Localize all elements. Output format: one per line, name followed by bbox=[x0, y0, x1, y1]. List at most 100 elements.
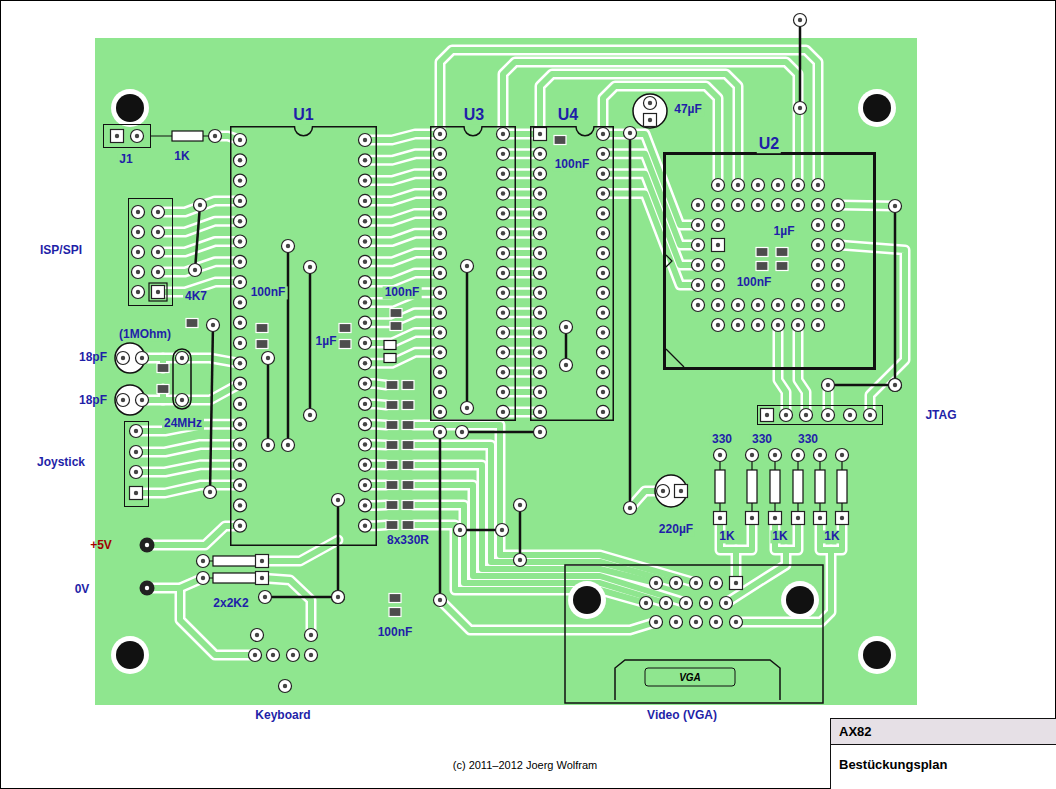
drill-hole bbox=[438, 152, 442, 156]
pad-round bbox=[812, 259, 825, 272]
pad-round bbox=[359, 438, 372, 451]
drill-hole bbox=[816, 183, 820, 187]
orientation-mark bbox=[666, 255, 672, 267]
solder-pad bbox=[359, 194, 372, 207]
drill-hole bbox=[438, 430, 442, 434]
solder-pad bbox=[675, 485, 688, 498]
solder-pad bbox=[769, 449, 782, 462]
drill-hole bbox=[501, 390, 505, 394]
drill-hole bbox=[601, 410, 605, 414]
pad-round bbox=[560, 359, 573, 372]
solder-pad bbox=[130, 446, 143, 459]
drill-hole bbox=[601, 251, 605, 255]
drill-hole bbox=[538, 291, 542, 295]
vga-plate bbox=[645, 668, 735, 686]
solder-pad bbox=[712, 179, 725, 192]
solder-pad bbox=[234, 458, 247, 471]
drill-hole bbox=[260, 576, 264, 580]
solder-pad bbox=[234, 519, 247, 532]
pad-square bbox=[152, 286, 165, 299]
drill-hole bbox=[601, 211, 605, 215]
drill-hole bbox=[601, 172, 605, 176]
trace-isolation bbox=[440, 600, 656, 630]
solder-pad bbox=[359, 397, 372, 410]
drill-hole bbox=[145, 543, 149, 547]
pad-round bbox=[130, 425, 143, 438]
solder-pad bbox=[534, 187, 547, 200]
resistor-symbol bbox=[172, 131, 203, 141]
drill-hole bbox=[756, 183, 760, 187]
drill-hole bbox=[654, 581, 658, 585]
pad-round bbox=[197, 555, 210, 568]
solder-pad bbox=[359, 134, 372, 147]
pad-round bbox=[624, 127, 637, 140]
drill-hole bbox=[198, 203, 202, 207]
trace-isolation bbox=[262, 540, 338, 561]
value-label: 330 bbox=[796, 433, 820, 446]
smd-pad bbox=[386, 381, 398, 390]
solder-pad bbox=[132, 286, 145, 299]
solder-pad bbox=[597, 147, 610, 160]
pad-round bbox=[234, 458, 247, 471]
solder-pad bbox=[497, 286, 510, 299]
solder-pad bbox=[456, 426, 469, 439]
solder-pad bbox=[832, 299, 845, 312]
pad-round bbox=[497, 167, 510, 180]
pad-round bbox=[780, 409, 793, 422]
pad-round bbox=[496, 524, 509, 537]
solder-pad bbox=[624, 502, 637, 515]
pad-round bbox=[640, 597, 653, 610]
solder-pad bbox=[234, 357, 247, 370]
drill-hole bbox=[363, 341, 367, 345]
pad-round bbox=[889, 200, 902, 213]
pad-round bbox=[234, 255, 247, 268]
drill-hole bbox=[336, 595, 340, 599]
drill-hole bbox=[696, 243, 700, 247]
solder-pad bbox=[434, 386, 447, 399]
solder-pad bbox=[434, 227, 447, 240]
value-label: 4K7 bbox=[183, 290, 209, 303]
pin-header: JTAG bbox=[757, 405, 883, 425]
pad-round bbox=[732, 299, 745, 312]
value-label: VGA bbox=[677, 672, 703, 683]
component-group bbox=[111, 14, 902, 704]
pad-round bbox=[305, 649, 318, 662]
copper-trace bbox=[147, 526, 240, 545]
drill-hole bbox=[756, 303, 760, 307]
jumper-wire bbox=[210, 325, 213, 492]
drill-hole bbox=[438, 291, 442, 295]
drill-hole bbox=[765, 413, 769, 417]
solder-pad bbox=[434, 247, 447, 260]
value-label: 1K bbox=[822, 530, 841, 543]
copper-trace bbox=[603, 154, 698, 245]
drill-hole bbox=[180, 356, 184, 360]
solder-pad bbox=[249, 649, 262, 662]
trace-isolation bbox=[136, 485, 240, 493]
pad-round bbox=[772, 299, 785, 312]
title-block: AX82Bestückungsplan bbox=[830, 718, 1056, 789]
pad-round bbox=[692, 239, 705, 252]
pad-round bbox=[434, 167, 447, 180]
pad-round bbox=[497, 346, 510, 359]
pad-square bbox=[256, 572, 269, 585]
solder-pad bbox=[234, 255, 247, 268]
pad-round bbox=[597, 326, 610, 339]
solder-pad bbox=[597, 247, 610, 260]
drill-hole bbox=[253, 653, 257, 657]
pad-round bbox=[434, 227, 447, 240]
solder-pad bbox=[132, 226, 145, 239]
solder-pad bbox=[534, 286, 547, 299]
pad-round bbox=[359, 519, 372, 532]
pad-round bbox=[189, 264, 202, 277]
solder-pad bbox=[234, 397, 247, 410]
part-designator: U2 bbox=[757, 135, 781, 153]
pad-round bbox=[712, 199, 725, 212]
solder-pad bbox=[117, 394, 130, 407]
pad-square bbox=[836, 512, 849, 525]
solder-pad bbox=[434, 346, 447, 359]
pad-round bbox=[304, 409, 317, 422]
part-designator: J1 bbox=[117, 153, 134, 166]
solder-pad bbox=[710, 616, 723, 629]
drill-hole bbox=[796, 303, 800, 307]
pad-round bbox=[234, 235, 247, 248]
